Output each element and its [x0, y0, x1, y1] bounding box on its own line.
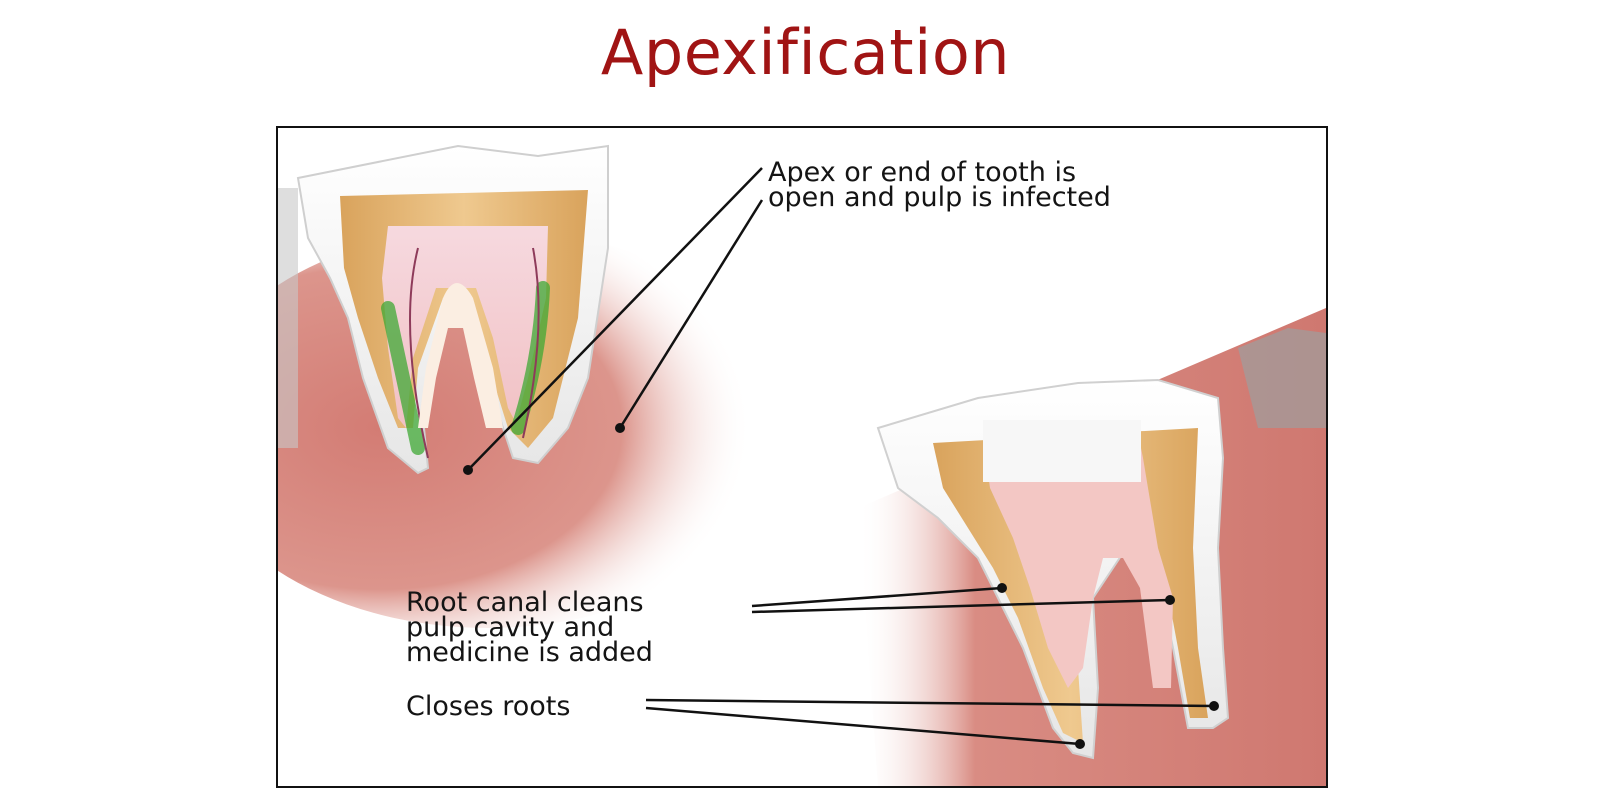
neighbor-tooth: [1238, 328, 1326, 428]
tooth-diagram: [278, 144, 1326, 786]
closes-roots-label: Closes roots: [406, 691, 571, 722]
canal-leader-1: [751, 586, 1003, 608]
root-canal-label-line-3: medicine is added: [406, 637, 653, 668]
apex-label-line-1: Apex or end of tooth is: [768, 157, 1077, 188]
roots-dot-1: [1209, 701, 1219, 711]
apex-dot-1: [463, 465, 473, 475]
gum-edge-left: [278, 188, 298, 448]
canal-leader-2: [751, 598, 1171, 614]
leader-dots: [463, 423, 1219, 749]
roots-dot-2: [1075, 739, 1085, 749]
roots-leader-2: [645, 706, 1081, 746]
page-title: Apexification: [600, 16, 1011, 89]
root-canal-label-line-1: Root canal cleans: [406, 587, 644, 618]
closes-roots-label-line-1: Closes roots: [406, 691, 571, 722]
filled-pulp-right: [983, 433, 1173, 688]
canal-dot-2: [1165, 595, 1175, 605]
root-canal-label-line-2: pulp cavity and: [406, 612, 615, 643]
apex-leader-2: [618, 199, 764, 429]
pulp-chamber-left: [382, 226, 548, 428]
root-inner-left: [418, 283, 503, 428]
apexification-illustration: Apex or end of tooth is open and pulp is…: [276, 126, 1328, 788]
apex-dot-2: [615, 423, 625, 433]
apex-label-line-2: open and pulp is infected: [768, 182, 1111, 213]
root-canal-label: Root canal cleans pulp cavity and medici…: [406, 587, 653, 668]
apex-leader-1: [467, 167, 763, 471]
apex-label: Apex or end of tooth is open and pulp is…: [768, 157, 1111, 213]
treated-tooth: [858, 308, 1326, 786]
sealing-material: [983, 420, 1141, 482]
canal-dot-1: [997, 583, 1007, 593]
infected-tooth: [278, 144, 788, 628]
roots-leader-1: [645, 698, 1215, 708]
leader-lines: [467, 167, 1215, 746]
